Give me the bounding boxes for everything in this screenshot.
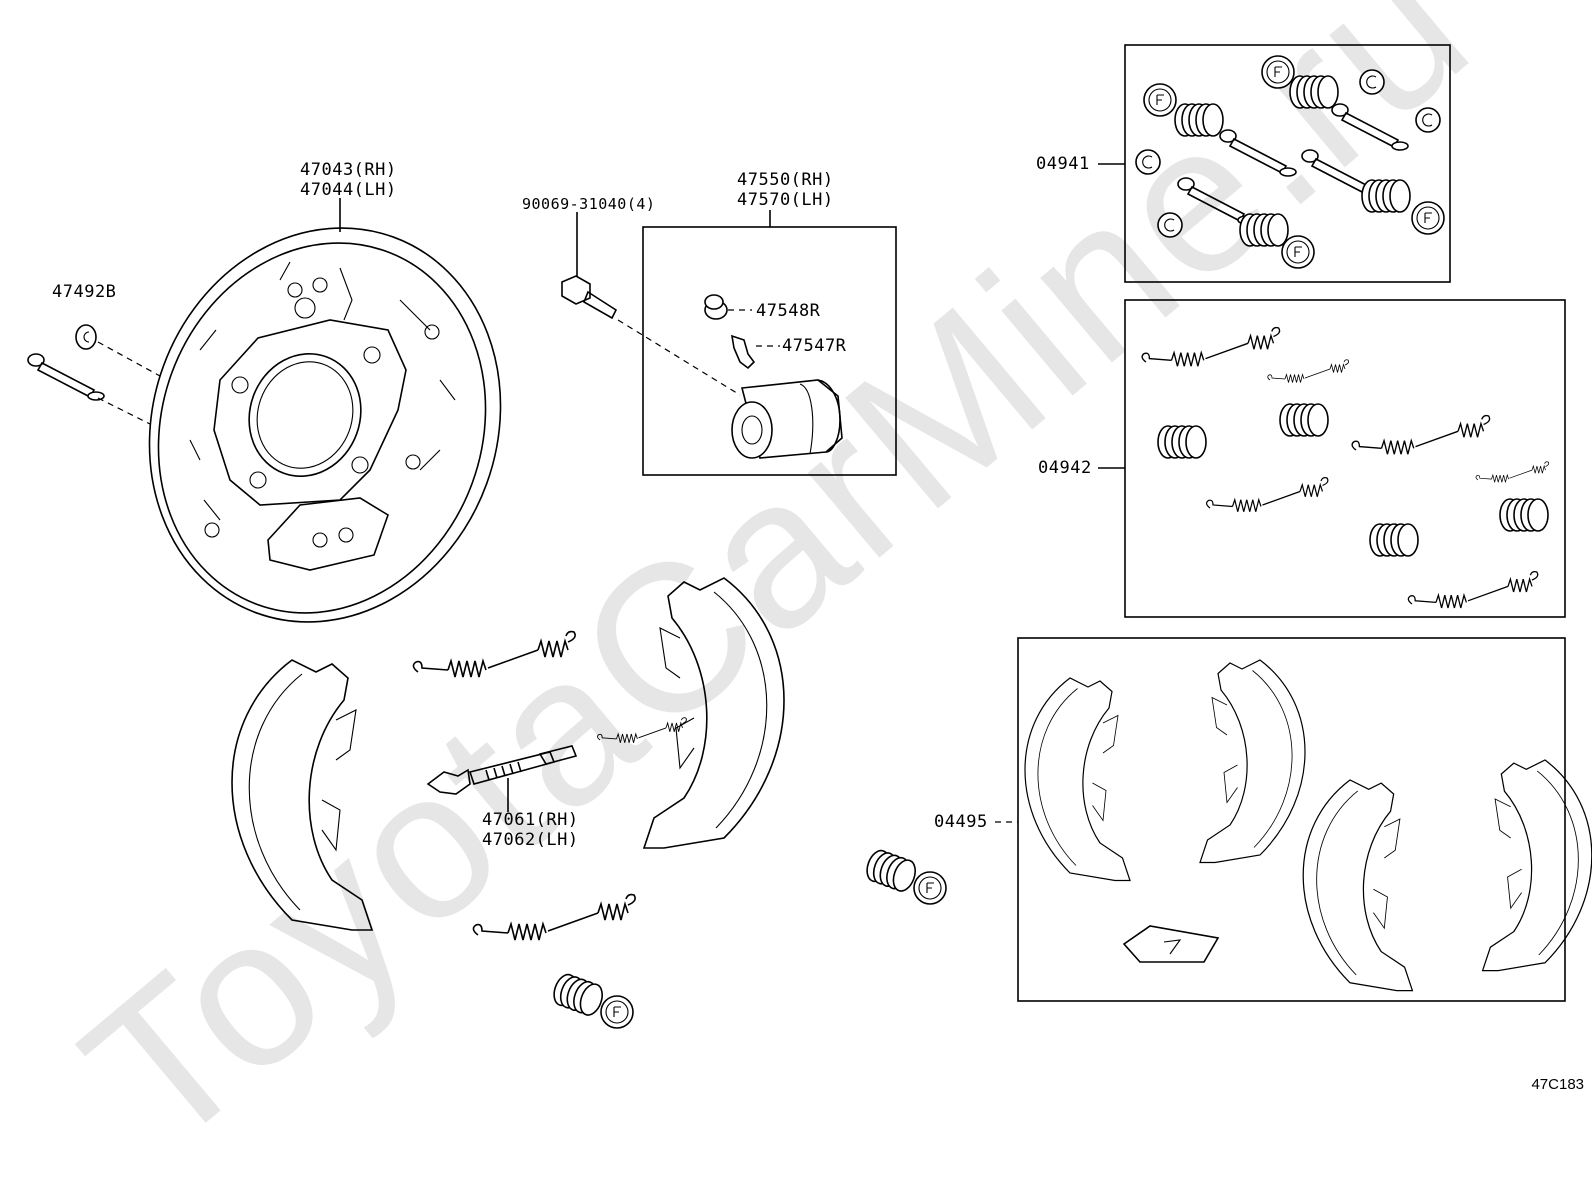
bleeder-cap-part [704,294,752,320]
label-bleeder-cap: 47548R [756,301,821,321]
wheel-cylinder [731,379,843,459]
brake-shoe-right [643,577,785,849]
backing-plate [148,227,502,623]
kit-box-shoes [1017,637,1566,1002]
brake-parts-diagram [27,44,1592,1029]
return-spring-mid [597,717,687,744]
bolt-part [561,212,741,396]
label-plug: 47492B [52,282,117,302]
label-kit-springs: 04942 [1038,458,1092,478]
brake-shoe-left [231,659,373,931]
bleeder-plug-part [730,334,780,370]
pin-part [27,353,151,425]
plug-part [75,324,161,377]
label-kit-shoes: 04495 [934,812,988,832]
label-backing-plate-lh: 47044(LH) [300,180,397,200]
label-adjuster-lh: 47062(LH) [482,830,579,850]
lining-pad [1122,925,1220,963]
kit-cylinder-contents [1135,55,1445,269]
return-spring-bottom [472,893,636,941]
adjuster-part [426,745,578,812]
kit-box-springs [1124,299,1566,618]
kit-springs-contents [1141,326,1550,609]
sheet-code: 47C183 [1531,1076,1584,1093]
label-wheel-cylinder-lh: 47570(LH) [737,190,834,210]
hold-down-spring-right [862,846,947,905]
label-bolt: 90069-31040(4) [522,195,656,213]
label-backing-plate-rh: 47043(RH) [300,160,397,180]
label-wheel-cylinder-rh: 47550(RH) [737,170,834,190]
label-kit-cylinder: 04941 [1036,154,1090,174]
hold-down-spring-bottom [549,970,634,1029]
label-adjuster-rh: 47061(RH) [482,810,579,830]
return-spring-top [412,630,576,678]
label-bleeder-plug: 47547R [782,336,847,356]
kit-shoes-contents [1024,659,1592,992]
